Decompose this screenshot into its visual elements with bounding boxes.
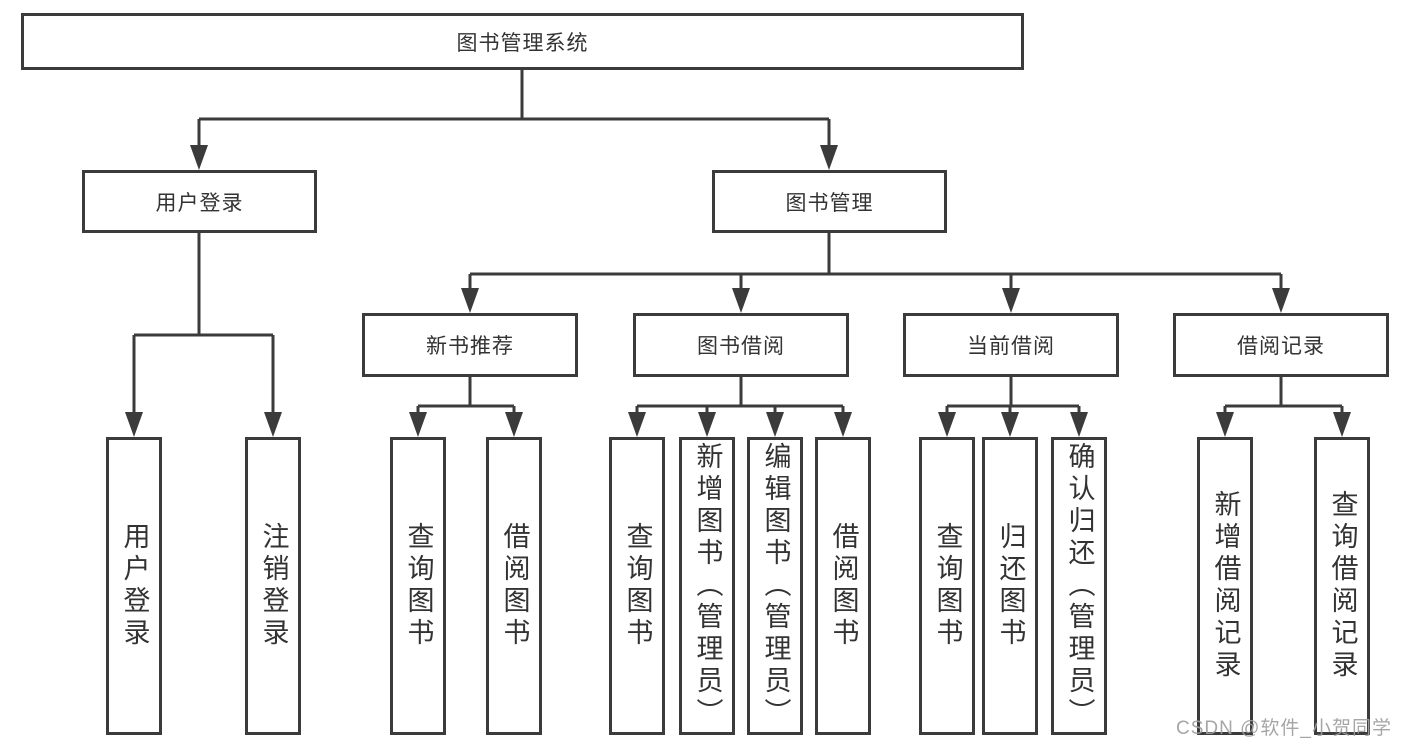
leaf-borrow-borrow-book: 借阅图书 [815, 437, 871, 735]
leaf-records-add-record: 新增借阅记录 [1197, 437, 1253, 735]
leaf-borrow-query-book: 查询图书 [609, 437, 665, 735]
leaf-user-login: 用户登录 [106, 437, 162, 735]
leaf-user-login-label: 用户登录 [119, 522, 150, 650]
leaf-recommend-query-book: 查询图书 [390, 437, 446, 735]
node-borrow-records: 借阅记录 [1173, 313, 1389, 377]
leaf-logout-login: 注销登录 [245, 437, 301, 735]
node-book-borrow-label: 图书借阅 [697, 335, 785, 358]
leaf-recommend-query-book-label: 查询图书 [403, 522, 434, 650]
node-book-management-label: 图书管理 [785, 191, 874, 215]
node-current-borrow: 当前借阅 [903, 313, 1119, 377]
leaf-current-query-book: 查询图书 [919, 437, 975, 735]
node-user-login: 用户登录 [82, 170, 317, 233]
leaf-current-confirm-return-admin: 确认归还（管理员） [1051, 437, 1107, 735]
leaf-recommend-borrow-book-label: 借阅图书 [499, 522, 530, 650]
leaf-current-query-book-label: 查询图书 [932, 522, 963, 650]
node-root: 图书管理系统 [21, 13, 1024, 70]
leaf-records-query-record-label: 查询借阅记录 [1327, 490, 1358, 682]
leaf-borrow-query-book-label: 查询图书 [622, 522, 653, 650]
leaf-current-return-book-label: 归还图书 [995, 522, 1026, 650]
leaf-borrow-add-book-admin: 新增图书（管理员） [679, 437, 735, 735]
leaf-borrow-edit-book-admin-label: 编辑图书（管理员） [760, 442, 791, 730]
leaf-borrow-borrow-book-label: 借阅图书 [828, 522, 859, 650]
node-borrow-records-label: 借阅记录 [1237, 335, 1325, 358]
node-book-management: 图书管理 [712, 170, 947, 233]
leaf-records-query-record: 查询借阅记录 [1314, 437, 1370, 735]
leaf-current-return-book: 归还图书 [982, 437, 1038, 735]
leaf-current-confirm-return-admin-label: 确认归还（管理员） [1064, 442, 1095, 730]
node-book-borrow: 图书借阅 [633, 313, 849, 377]
node-user-login-label: 用户登录 [155, 191, 244, 215]
node-root-label: 图书管理系统 [456, 31, 589, 55]
leaf-records-add-record-label: 新增借阅记录 [1210, 490, 1241, 682]
node-new-book-recommend-label: 新书推荐 [426, 335, 514, 358]
node-current-borrow-label: 当前借阅 [967, 335, 1055, 358]
leaf-recommend-borrow-book: 借阅图书 [486, 437, 542, 735]
leaf-borrow-edit-book-admin: 编辑图书（管理员） [747, 437, 803, 735]
watermark: CSDN @软件_小贺同学 [1176, 718, 1392, 739]
leaf-logout-login-label: 注销登录 [258, 522, 289, 650]
node-new-book-recommend: 新书推荐 [362, 313, 578, 377]
leaf-borrow-add-book-admin-label: 新增图书（管理员） [692, 442, 723, 730]
